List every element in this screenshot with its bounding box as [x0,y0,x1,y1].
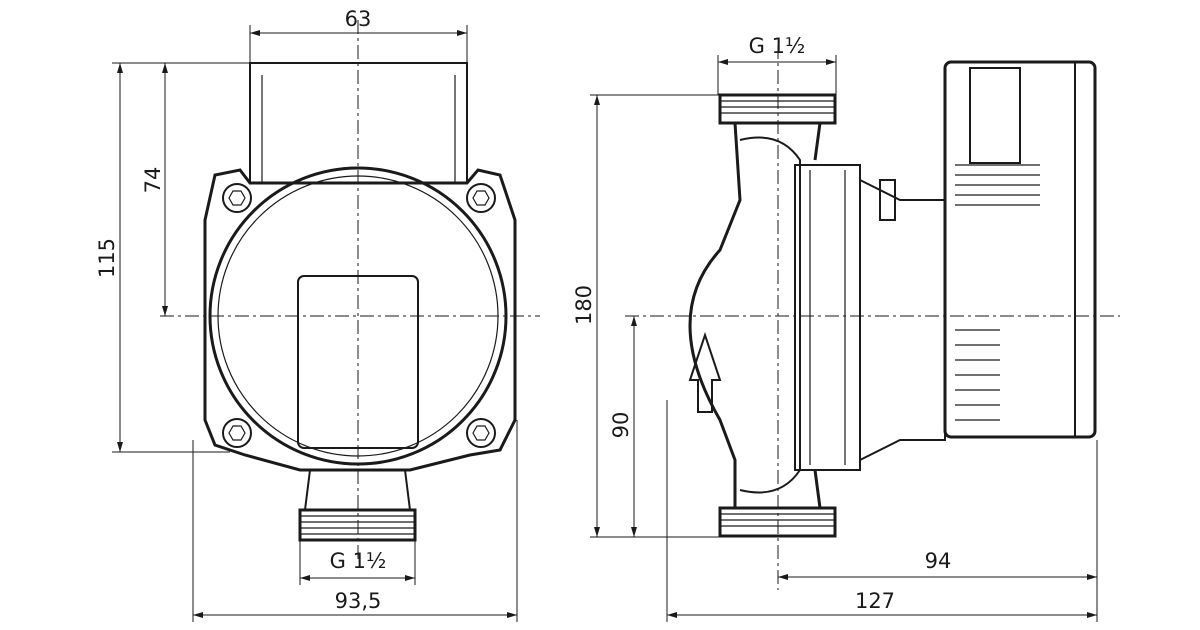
flow-direction-arrow-icon [688,331,722,413]
cable-connector [969,67,1021,164]
dim-94-label: 94 [925,549,952,573]
dim-74-label: 74 [141,167,165,194]
flange [794,164,861,471]
dim-180-label: 180 [572,285,596,325]
cooling-fins [955,164,1040,421]
front-dimensions: 63 74 115 G 1½ 93,5 [95,7,518,622]
front-connection-label: G 1½ [330,549,387,573]
pump-housing [203,168,517,472]
front-view [160,20,540,560]
side-dimensions: G 1½ 180 90 94 127 [572,34,1098,622]
dim-90-label: 90 [609,412,633,439]
dim-115-label: 115 [95,238,119,278]
dim-127-label: 127 [855,589,895,613]
mounting-bolts [222,183,496,448]
pump-body-outline [688,122,822,509]
dim-63-label: 63 [345,7,372,31]
side-view [625,45,1120,590]
dim-93-5-label: 93,5 [335,589,382,613]
side-connection-label: G 1½ [749,34,806,58]
electronics-module [943,60,1097,439]
